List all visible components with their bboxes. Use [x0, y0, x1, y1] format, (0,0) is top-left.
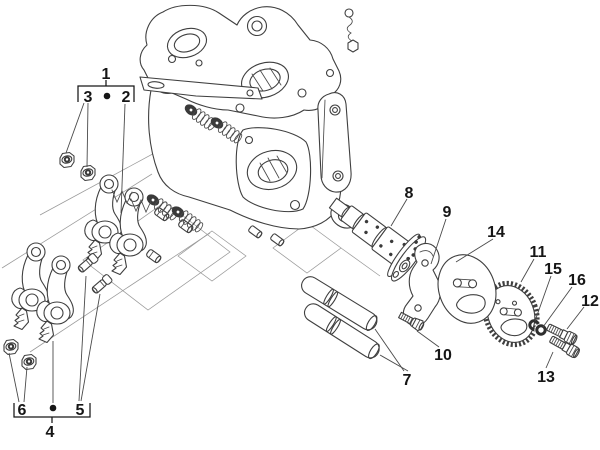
side-bracket: [317, 92, 352, 193]
valve-guide-2: [270, 233, 285, 247]
adjuster-nut-lower-2: [21, 353, 37, 371]
callout-1-label: 1: [102, 66, 111, 83]
callout-9-label: 9: [443, 204, 452, 221]
drive-plate-disc: [437, 254, 497, 324]
callout-labels: 1 2 3 4 5 6 7 8 9 10 11 12 13 14 15 16: [18, 66, 599, 441]
cam-sprocket: [482, 280, 540, 348]
callout-16-label: 16: [568, 272, 586, 289]
stud-nut: [347, 39, 359, 53]
callout-11-label: 11: [530, 244, 547, 261]
leader-lines: [8, 102, 585, 403]
valve-guide-1: [248, 225, 263, 239]
adjuster-screw-1: [75, 252, 100, 275]
callout-6-label: 6: [18, 402, 27, 419]
adjuster-screw-2: [89, 273, 114, 296]
rocker-support-bar: [139, 76, 263, 100]
callout-10-label: 10: [434, 347, 452, 364]
casting-rib-2: [130, 198, 152, 214]
callout-group-1: [77, 80, 135, 102]
callout-7-label: 7: [403, 372, 412, 389]
callout-group-4: [13, 403, 91, 423]
spacer-ring-outer: [535, 324, 547, 336]
callout-2-label: 2: [122, 89, 131, 106]
callout-15-label: 15: [544, 261, 562, 278]
tappet-cap-1: [153, 206, 171, 223]
callout-4-label: 4: [46, 424, 55, 441]
tappet-cap-3: [145, 248, 163, 265]
callout-13-label: 13: [537, 369, 555, 386]
flange-bolt: [398, 311, 425, 332]
rocker-arm-assembly-lower: [11, 242, 74, 344]
stud-head: [344, 8, 354, 18]
group-dot-1: [103, 92, 111, 100]
callout-5-label: 5: [76, 402, 85, 419]
callout-14-label: 14: [487, 224, 505, 241]
adjuster-nut-lower-1: [3, 338, 19, 356]
callout-8-label: 8: [405, 185, 414, 202]
callout-12-label: 12: [581, 293, 599, 310]
callout-3-label: 3: [84, 89, 93, 106]
cylinder-head: [111, 4, 359, 247]
adjuster-nut-upper-2: [80, 164, 96, 182]
group-dot-4: [49, 404, 57, 412]
stud-spring: [346, 16, 353, 42]
adjuster-nut-upper-1: [59, 151, 75, 169]
camshaft: [328, 197, 427, 282]
